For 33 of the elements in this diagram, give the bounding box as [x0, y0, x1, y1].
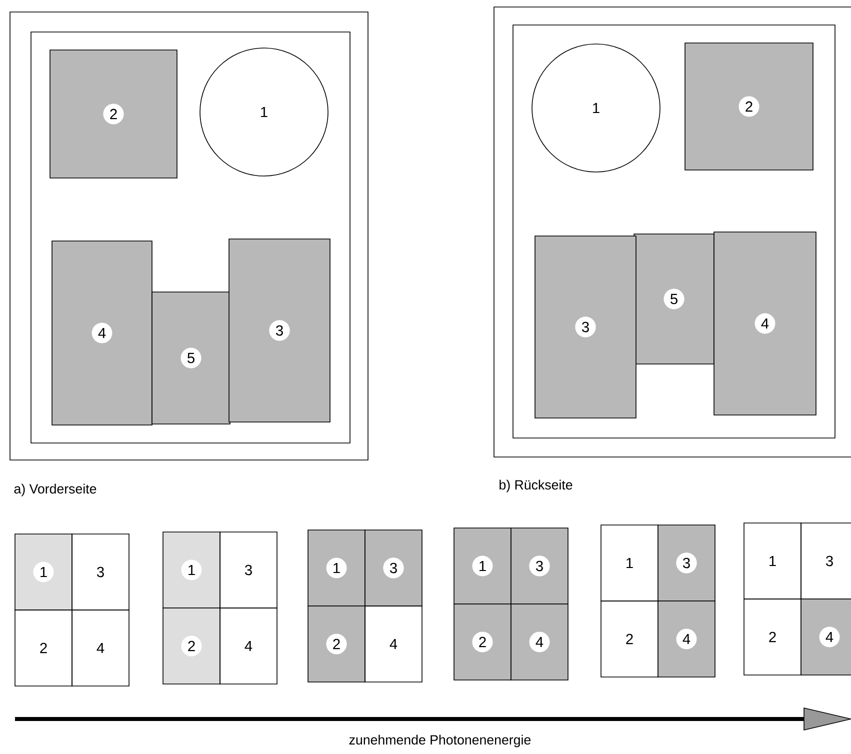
- grid-cell: 1: [162, 532, 220, 608]
- component-area: 3: [228, 238, 330, 422]
- grid-cell: 3: [510, 528, 568, 604]
- grid-cell: 1: [454, 528, 512, 604]
- grid-cell: 1: [14, 534, 72, 610]
- grid-cell: 4: [800, 598, 851, 676]
- component-area: 4: [714, 232, 816, 416]
- circle-area: 1: [532, 44, 660, 172]
- grid-cell: 4: [364, 606, 422, 682]
- component-area: 4: [52, 240, 152, 426]
- component-area: 2: [684, 42, 814, 170]
- grid-cell: 4: [72, 610, 130, 686]
- component-area: 5: [634, 234, 714, 364]
- grid-cell: 3: [364, 530, 422, 606]
- grid-cell: 4: [510, 604, 568, 680]
- grid-cell: 4: [658, 600, 716, 678]
- axis-caption: zunehmende Photonenenergie: [349, 734, 531, 748]
- grid-cell: 1: [744, 522, 802, 600]
- component-area: 5: [152, 292, 230, 424]
- component-area: 2: [50, 50, 178, 178]
- grid-cell: 3: [658, 524, 716, 602]
- grid-cell: 2: [162, 608, 220, 684]
- circle-area: 1: [200, 48, 328, 176]
- grid-cell: 3: [220, 532, 278, 608]
- panel-caption: b) Rückseite: [500, 480, 572, 492]
- grid-cell: 2: [308, 606, 366, 682]
- component-area: 3: [534, 236, 636, 418]
- grid-cell: 1: [308, 530, 366, 606]
- panel-caption: a) Vorderseite: [14, 484, 96, 496]
- grid-cell: 2: [454, 604, 512, 680]
- grid-cell: 3: [72, 534, 130, 610]
- grid-cell: 2: [14, 610, 72, 686]
- grid-cell: 4: [220, 608, 278, 684]
